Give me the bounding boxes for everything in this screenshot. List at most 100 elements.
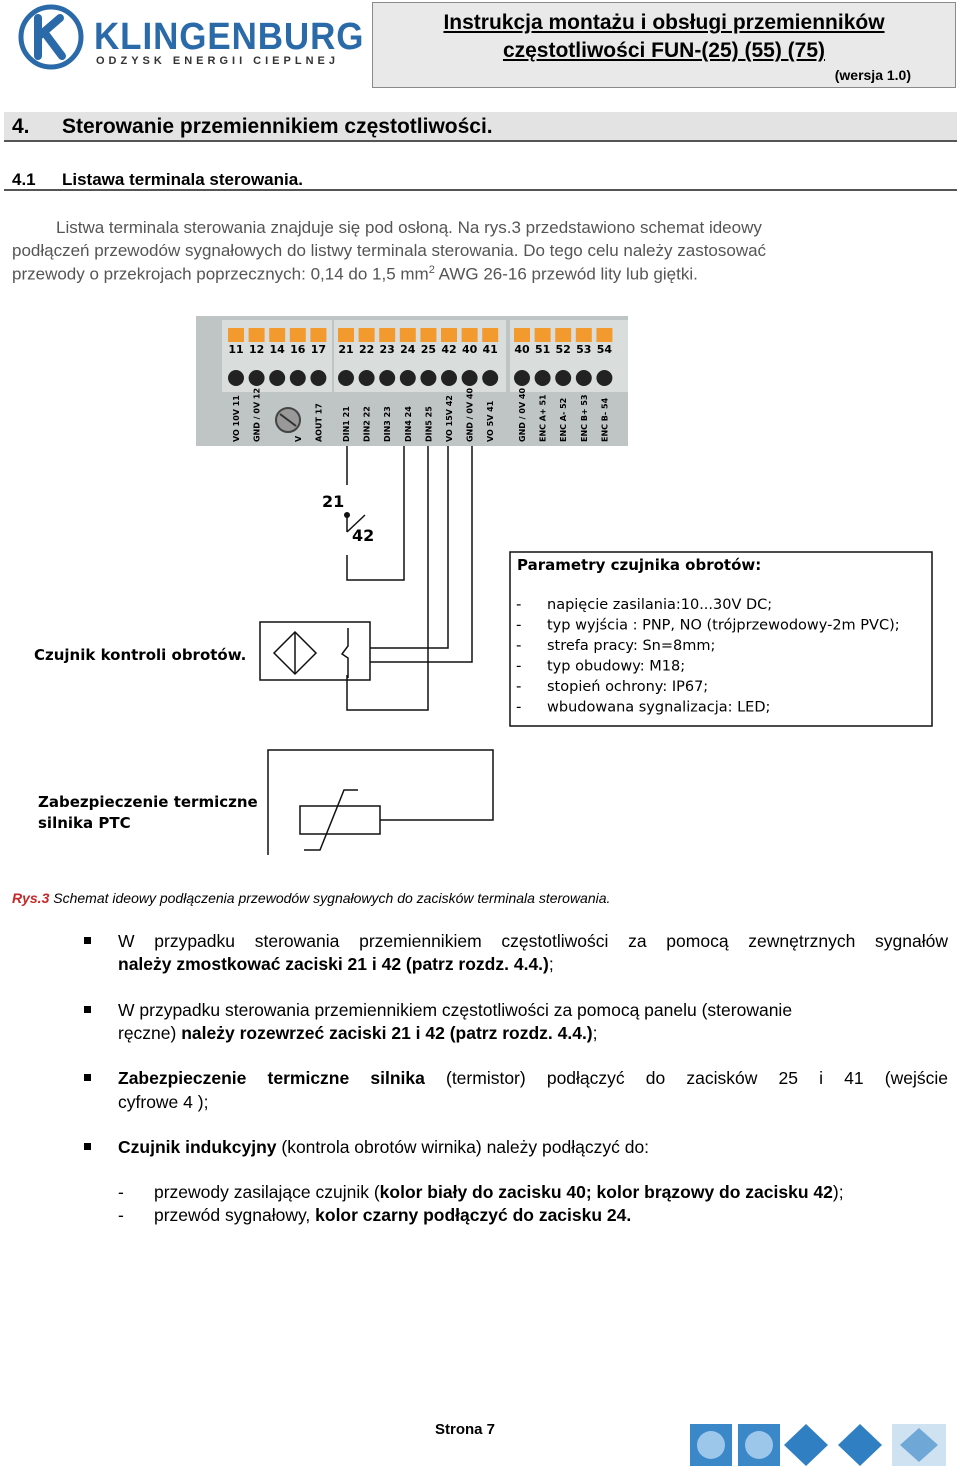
terminal-function-label: VO 5V 41	[486, 400, 495, 442]
bullet-2-start: ręczne)	[118, 1023, 182, 1043]
caption-text: Schemat ideowy podłączenia przewodów syg…	[49, 890, 611, 906]
company-logo: KLINGENBURG ODZYSK ENERGII CIEPLNEJ	[8, 2, 364, 74]
ptc-thermistor-symbol	[299, 805, 381, 835]
terminal-screw-hole	[575, 370, 592, 386]
dash-1-bold: kolor biały do zacisku 40; kolor brązowy…	[379, 1182, 833, 1202]
terminal-release-tab	[379, 328, 396, 342]
sensor-parameters-box	[509, 551, 933, 727]
terminal-number: 23	[380, 343, 395, 356]
terminal-release-tab	[269, 328, 286, 342]
section-number: 4.	[12, 115, 30, 138]
bullet-4-line-1: Czujnik indukcyjny (kontrola obrotów wir…	[118, 1136, 948, 1159]
terminal-release-tab	[338, 328, 354, 342]
terminal-release-tab	[555, 328, 572, 342]
terminal-function-label: ENC A+ 51	[539, 394, 548, 442]
terminal-number: 54	[597, 343, 613, 356]
intro-line-2: podłączeń przewodów sygnałowych do listw…	[12, 241, 767, 260]
terminal-function-label: DIN3 23	[383, 406, 392, 442]
dash-2-start: przewód sygnałowy,	[154, 1205, 316, 1225]
document-title-line-1: Instrukcja montażu i obsługi przemiennik…	[443, 11, 885, 34]
klingenburg-logo-icon	[18, 4, 84, 70]
bullet-1-line-2: należy zmostkować zaciski 21 i 42 (patrz…	[118, 953, 948, 976]
terminal-screw-hole	[289, 370, 306, 386]
terminal-function-label: GND / 0V 40	[466, 387, 475, 442]
param-dash: -	[516, 698, 521, 716]
terminal-release-tab	[399, 328, 416, 342]
bullet-3-marker	[84, 1074, 91, 1081]
terminal-number: 40	[514, 343, 530, 356]
bullet-4-marker	[84, 1143, 91, 1150]
document-title-line-2: częstotliwości FUN-(25) (55) (75)	[502, 39, 826, 62]
param-dash: -	[516, 636, 521, 654]
terminal-function-label: AOUT 17	[314, 403, 323, 442]
bridge-label-21: 21	[322, 492, 344, 511]
terminal-number: 51	[535, 343, 550, 356]
ptc-label-line-1: Zabezpieczenie termiczne	[38, 793, 258, 811]
terminal-screw-hole	[555, 370, 572, 386]
terminal-function-label: VO 15V 42	[445, 395, 454, 442]
terminal-release-tab	[514, 328, 530, 342]
terminal-function-label: VO 10V 11	[232, 395, 241, 442]
terminal-function-label: DIN2 22	[363, 406, 372, 442]
dash-1-marker: -	[118, 1182, 124, 1202]
subsection-title: Listawa terminala sterowania.	[62, 170, 303, 189]
terminal-number: 25	[421, 343, 436, 356]
terminal-function-label: DIN1 21	[342, 406, 351, 442]
bullet-1-end: ;	[548, 954, 554, 974]
dash-2-bold: kolor czarny podłączyć do zacisku 24.	[315, 1205, 632, 1225]
terminal-release-tab	[441, 328, 457, 342]
bullet-2-bold: należy rozewrzeć zaciski 21 i 42 (patrz …	[181, 1023, 593, 1043]
bullet-3-bold: Zabezpieczenie termiczne silnika	[118, 1068, 425, 1088]
param-item: napięcie zasilania:10...30V DC;	[547, 597, 772, 613]
bullet-2-end: ;	[592, 1023, 598, 1043]
dash-2-text: przewód sygnałowy, kolor czarny podłączy…	[154, 1205, 631, 1226]
footer-logos	[690, 1424, 946, 1466]
params-list: -napięcie zasilania:10...30V DC;-typ wyj…	[516, 595, 900, 716]
terminal-function-label: GND / 0V 40	[518, 387, 527, 442]
terminal-number: 53	[576, 343, 591, 356]
terminal-number: 12	[249, 343, 264, 356]
bridge-label-42: 42	[352, 526, 374, 545]
param-item: typ obudowy: M18;	[547, 659, 685, 675]
bullet-1-marker	[84, 937, 91, 944]
terminal-screw-hole	[399, 370, 416, 386]
section-title: Sterowanie przemiennikiem częstotliwości…	[62, 115, 493, 138]
intro-line-3-text: przewody o przekrojach poprzecznych: 0,1…	[12, 264, 429, 284]
bullet-2-line-1: W przypadku sterowania przemiennikiem cz…	[118, 1000, 793, 1020]
terminal-release-tab	[228, 328, 244, 342]
bullet-4-bold: Czujnik indukcyjny	[118, 1137, 277, 1157]
param-dash: -	[516, 657, 521, 675]
terminal-function-label: DIN5 25	[424, 406, 433, 442]
bullet-2-line-2: ręczne) należy rozewrzeć zaciski 21 i 42…	[118, 1022, 948, 1045]
param-item: wbudowana sygnalizacja: LED;	[547, 700, 770, 716]
sensor-box	[259, 621, 371, 681]
footer-logo-4-icon	[838, 1424, 882, 1466]
terminal-number: 17	[311, 343, 326, 356]
param-item: strefa pracy: Sn=8mm;	[547, 638, 715, 654]
intro-line-3: przewody o przekrojach poprzecznych: 0,1…	[12, 264, 698, 285]
terminal-number: 24	[400, 343, 416, 356]
terminal-screw-hole	[379, 370, 396, 386]
terminal-release-tab	[575, 328, 592, 342]
intro-line-1: Listwa terminala sterowania znajduje się…	[56, 218, 762, 237]
terminal-screw-hole	[310, 370, 327, 386]
terminal-screw-hole	[514, 370, 530, 386]
param-dash: -	[516, 616, 521, 634]
terminal-number: 14	[270, 343, 286, 356]
terminal-number: 42	[441, 343, 456, 356]
terminal-screw-hole	[338, 370, 354, 386]
terminal-screw-hole	[228, 370, 244, 386]
logo-wordmark: KLINGENBURG	[94, 16, 365, 58]
terminal-screw-hole	[534, 370, 551, 386]
ptc-slash	[304, 789, 358, 851]
param-dash: -	[516, 677, 521, 695]
terminal-screw-hole	[482, 370, 499, 386]
terminal-release-tab	[289, 328, 306, 342]
dash-1-text: przewody zasilające czujnik (kolor biały…	[154, 1182, 844, 1203]
terminal-release-tab	[310, 328, 327, 342]
dash-1-end: );	[832, 1182, 844, 1202]
terminal-function-label: ENC B+ 53	[580, 394, 589, 442]
terminal-number: 16	[290, 343, 306, 356]
